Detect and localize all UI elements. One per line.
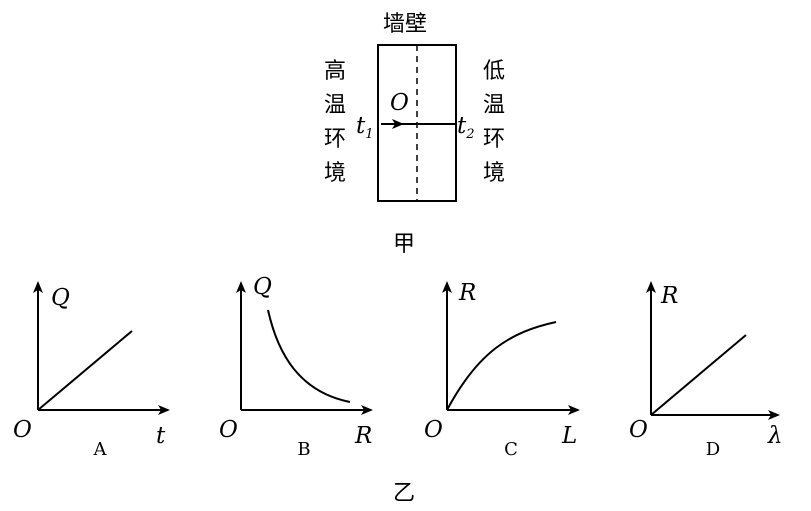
right-env-char: 低	[483, 59, 505, 84]
graph-a-origin: O	[13, 417, 32, 443]
figure-jia: 墙壁 O t1 t2 高 温 环 境 低 温 环 境 甲	[324, 12, 505, 257]
graph-c-y-label: R	[458, 280, 476, 306]
wall-label: 墙壁	[383, 12, 427, 37]
graph-d-origin: O	[629, 417, 648, 443]
graph-c-origin: O	[424, 417, 443, 443]
graph-c-curve	[446, 321, 557, 411]
left-env-char: 境	[324, 161, 346, 186]
graph-d-curve	[650, 334, 747, 416]
graph-a: Q t O A	[13, 281, 170, 460]
graph-b: Q R O B	[219, 274, 373, 460]
right-env-char: 温	[483, 93, 505, 118]
graph-a-x-label: t	[156, 423, 166, 449]
wall-origin-label: O	[390, 90, 409, 116]
right-env-label: 低 温 环 境	[483, 59, 505, 186]
caption-jia: 甲	[393, 232, 415, 257]
graph-c-caption: C	[504, 439, 518, 460]
graph-b-caption: B	[297, 439, 310, 460]
graph-d: R λ O D	[629, 281, 783, 460]
left-env-label: 高 温 环 境	[324, 59, 346, 186]
graph-b-x-label: R	[354, 423, 372, 449]
graph-a-y-label: Q	[51, 285, 70, 311]
graph-d-x-label: λ	[767, 423, 783, 449]
caption-yi: 乙	[393, 481, 415, 506]
graph-b-y-label: Q	[253, 274, 272, 300]
graph-a-caption: A	[93, 439, 108, 460]
graph-b-curve	[267, 309, 351, 403]
graph-c: R L O C	[424, 280, 580, 460]
t2-label: t2	[457, 113, 475, 142]
left-env-char: 高	[324, 59, 346, 84]
graph-a-curve	[37, 330, 133, 411]
graph-d-caption: D	[706, 439, 720, 460]
right-env-char: 境	[483, 161, 505, 186]
graph-c-x-label: L	[561, 423, 577, 449]
left-env-char: 环	[324, 127, 346, 152]
t1-label: t1	[356, 113, 374, 142]
graph-b-origin: O	[219, 417, 238, 443]
graph-d-y-label: R	[660, 283, 678, 309]
right-env-char: 环	[483, 127, 505, 152]
left-env-char: 温	[324, 93, 346, 118]
